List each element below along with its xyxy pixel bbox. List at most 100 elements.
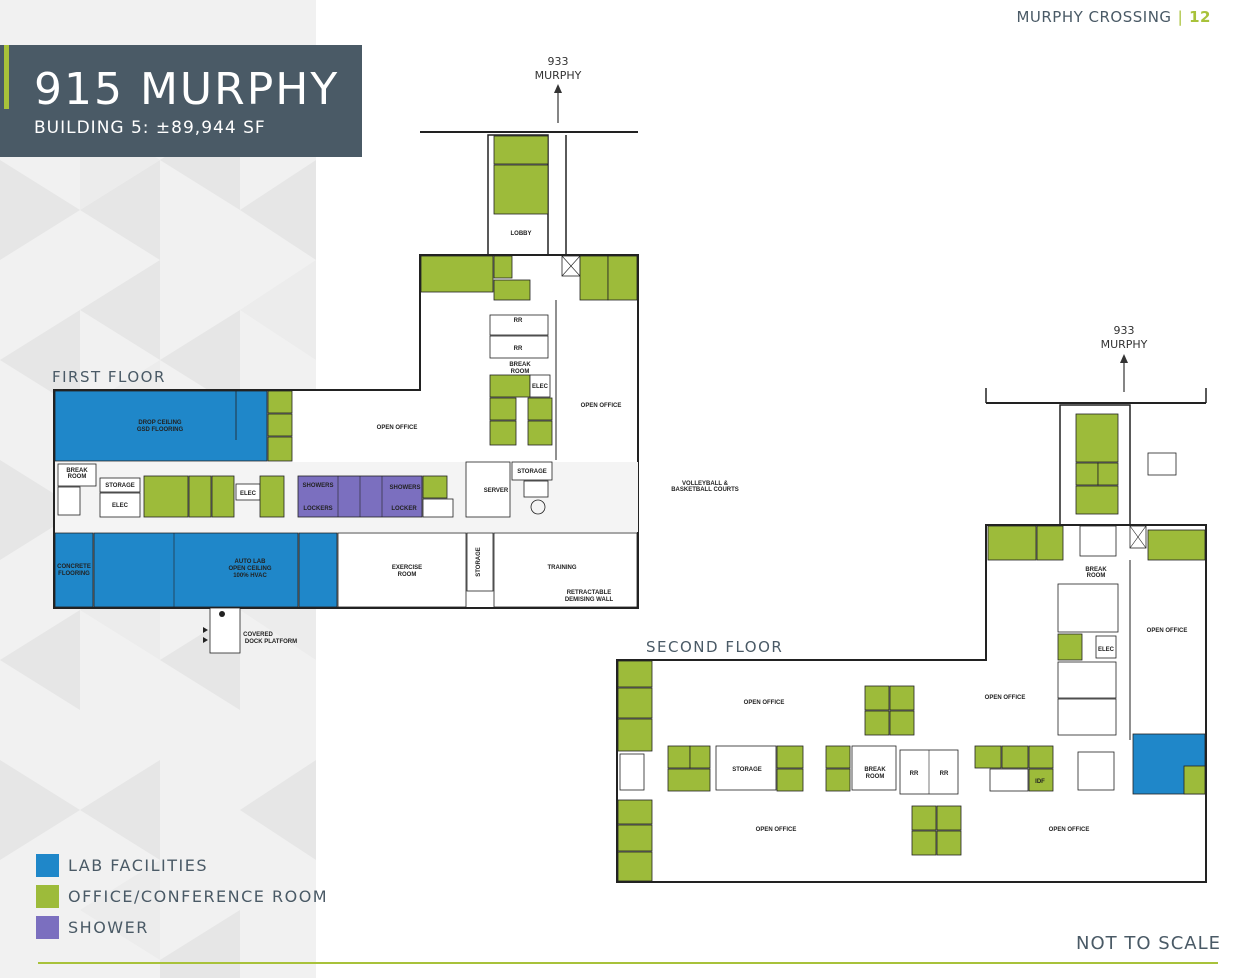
- ff-break-top-label-1: BREAK: [509, 362, 531, 368]
- ff-retract-label-1: RETRACTABLE: [567, 590, 612, 596]
- sf-rr-a-label: RR: [910, 771, 919, 777]
- ff-concrete-label-1: CONCRETE: [57, 564, 91, 570]
- ff-dock-arrow-icon-1: [203, 627, 208, 633]
- ff-auto-lab-label-2: OPEN CEILING: [228, 566, 271, 572]
- legend-item-office: OFFICE/CONFERENCE ROOM: [36, 881, 328, 912]
- ff-office-m4: [259, 475, 285, 518]
- sf-office-b6: [825, 745, 851, 769]
- sf-office-c2: [889, 685, 915, 711]
- sf-idf-label: IDF: [1035, 779, 1045, 785]
- sf-storage-room: [715, 745, 777, 791]
- ff-lab-concrete: [54, 532, 94, 608]
- sf-elec-label: ELEC: [1098, 647, 1115, 653]
- sf-office-d3: [911, 830, 937, 856]
- page-subtitle: BUILDING 5: ±89,944 SF: [34, 118, 266, 138]
- sf-open-office-bl-label: OPEN OFFICE: [756, 827, 797, 833]
- legend-label-lab: LAB FACILITIES: [68, 856, 208, 875]
- sf-office-w6: [617, 851, 653, 882]
- ff-retract-label-2: DEMISING WALL: [565, 597, 614, 603]
- ff-drop-ceiling-label-2: GSD FLOORING: [137, 427, 184, 433]
- ff-elec-mid-label: ELEC: [240, 491, 257, 497]
- ff-office-m3: [211, 475, 235, 518]
- sf-rr-b-label: RR: [940, 771, 949, 777]
- ff-stair-right-icon: [523, 480, 549, 498]
- sf-exterior-stair-icon: [1147, 452, 1177, 476]
- sf-office-lab: [1183, 765, 1206, 795]
- sf-office-n1: [1075, 413, 1119, 463]
- ff-showers-label-1: SHOWERS: [302, 483, 333, 489]
- sf-office-w4: [617, 799, 653, 825]
- ff-auto-lab-label-3: 100% HVAC: [233, 573, 267, 579]
- sf-office-b8: [974, 745, 1002, 769]
- ff-lockers-label-2: LOCKER: [391, 506, 417, 512]
- scale-note: NOT TO SCALE: [1076, 933, 1221, 954]
- ff-elec-top-label: ELEC: [532, 384, 549, 390]
- ff-office-c1: [489, 374, 531, 398]
- sf-break-top-label-1: BREAK: [1085, 567, 1107, 573]
- ff-lab-auto: [93, 532, 299, 608]
- sf-office-b7: [825, 768, 851, 792]
- ff-storage-vertical-label: STORAGE: [476, 547, 482, 577]
- ff-exercise-room: [337, 532, 467, 608]
- ff-auto-lab-label-1: AUTO LAB: [235, 559, 267, 565]
- sf-office-b2: [689, 745, 711, 769]
- legend-item-shower: SHOWER: [36, 912, 328, 943]
- page-header: MURPHY CROSSING|12: [1016, 8, 1211, 26]
- ff-elec-room: [529, 374, 551, 398]
- sf-idf-room: [989, 768, 1029, 792]
- ff-lab-right: [298, 532, 338, 608]
- sf-open-office-mid-label: OPEN OFFICE: [985, 695, 1026, 701]
- ff-office-t3: [493, 279, 531, 301]
- sf-break-mid-label-2: ROOM: [866, 774, 885, 780]
- sf-open-office-right-label: OPEN OFFICE: [1147, 628, 1188, 634]
- sf-office-w1: [617, 660, 653, 688]
- ff-office-m2: [188, 475, 212, 518]
- ff-small-room: [422, 498, 454, 518]
- sf-office-b4: [776, 745, 804, 769]
- sf-office-t2: [1036, 525, 1064, 561]
- ff-server-label: SERVER: [484, 488, 509, 494]
- legend-label-shower: SHOWER: [68, 918, 149, 937]
- sf-office-b1: [667, 745, 691, 769]
- sf-restroom-block: [1057, 583, 1119, 633]
- ff-office-c5: [527, 420, 553, 446]
- ff-dock-label-2: DOCK PLATFORM: [245, 639, 297, 645]
- sf-room-r2: [1057, 661, 1117, 699]
- ff-dock-arrow-icon-2: [203, 637, 208, 643]
- ff-storage-left-label: STORAGE: [105, 483, 135, 489]
- ff-drop-ceiling-label-1: DROP CEILING: [138, 420, 182, 426]
- ff-lockers-label-1: LOCKERS: [303, 506, 332, 512]
- sf-arrow-label-2: MURPHY: [1101, 338, 1148, 351]
- sf-office-w5: [617, 824, 653, 852]
- sf-office-b3: [667, 768, 711, 792]
- ff-training-label: TRAINING: [548, 565, 577, 571]
- sf-office-n3: [1097, 462, 1119, 486]
- ff-open-office-center-label: OPEN OFFICE: [377, 425, 418, 431]
- ff-dock-platform: [209, 607, 241, 654]
- ff-office-n2: [493, 164, 549, 215]
- title-accent-bar: [4, 45, 9, 109]
- ff-office-l3: [267, 436, 293, 462]
- ff-restroom-2: [489, 335, 549, 359]
- ff-storage-vertical: [466, 532, 494, 592]
- ff-storage-right: [511, 461, 553, 481]
- sf-room-r3: [1057, 698, 1117, 736]
- ff-office-m1: [143, 475, 189, 518]
- first-floor-plan: 933 MURPHY LOBBY RR RR BREAK ROOM ELEC: [53, 55, 739, 654]
- sf-break-top-label-2: ROOM: [1087, 573, 1106, 579]
- second-floor-label: SECOND FLOOR: [646, 638, 784, 656]
- sf-office-b9: [1001, 745, 1029, 769]
- sf-office-d4: [936, 830, 962, 856]
- sf-office-c4: [889, 710, 915, 736]
- sf-open-office-left-label: OPEN OFFICE: [744, 700, 785, 706]
- ff-office-t2: [493, 255, 513, 279]
- ff-dock-label-1: COVERED: [243, 632, 273, 638]
- ff-office-n1: [493, 135, 549, 165]
- ff-office-l2: [267, 413, 293, 437]
- legend-swatch-lab: [36, 854, 59, 877]
- ff-office-t4: [579, 255, 609, 301]
- first-floor-label: FIRST FLOOR: [52, 368, 166, 386]
- page-title: 915 MURPHY: [34, 64, 340, 115]
- ff-office-l1: [267, 390, 293, 414]
- ff-server-room: [465, 461, 511, 518]
